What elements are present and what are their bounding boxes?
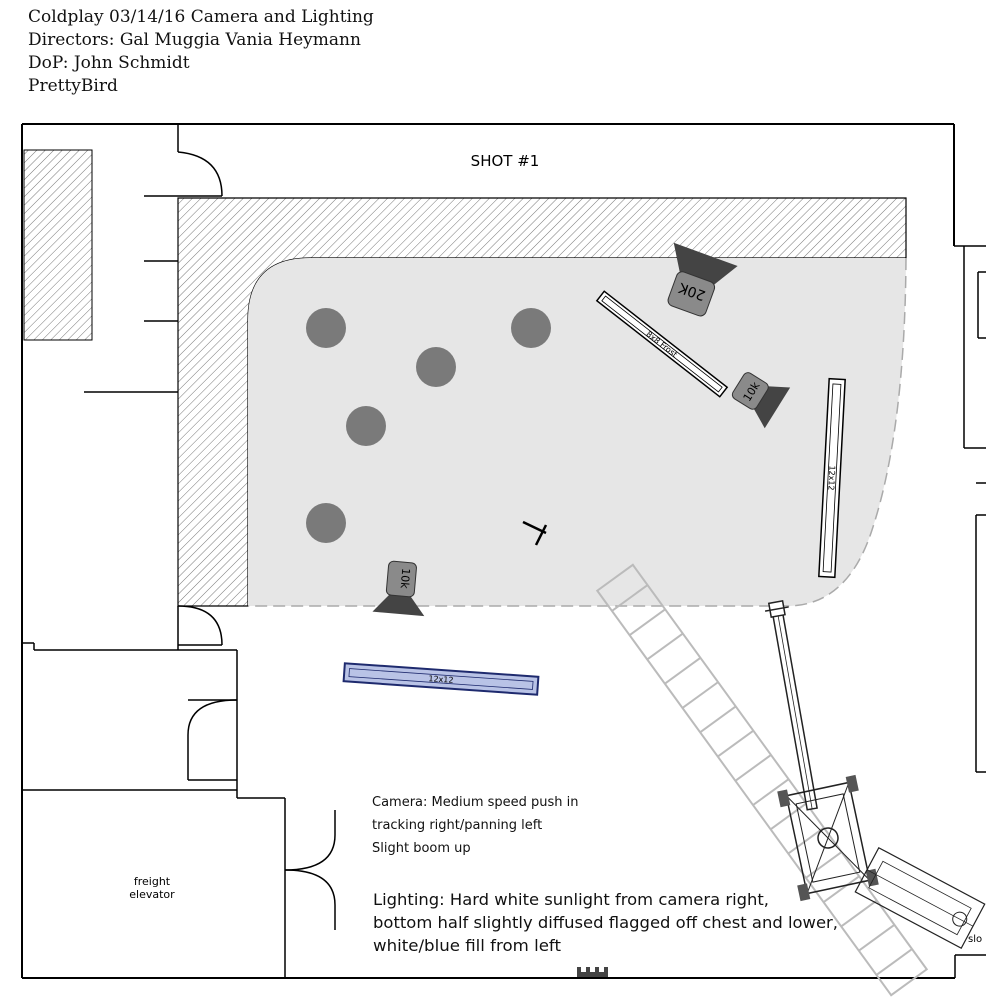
freight-label-1: freight (134, 875, 171, 888)
light-label: 10k (398, 568, 413, 590)
camera-notes: Camera: Medium speed push in tracking ri… (372, 795, 579, 856)
directors-line: Directors: Gal Muggia Vania Heymann (28, 30, 361, 50)
frost-frame: 8x8 Frost (595, 290, 729, 398)
subjects (306, 308, 551, 543)
camera-note-3: Slight boom up (372, 841, 471, 856)
camera-note-1: Camera: Medium speed push in (372, 795, 579, 810)
frame-12x12-blue: 12x12 (342, 662, 540, 696)
shot-label: SHOT #1 (471, 152, 540, 170)
frame-label: 12x12 (826, 465, 836, 491)
lighting-note-1: Lighting: Hard white sunlight from camer… (373, 890, 769, 909)
crane-arm (764, 600, 818, 811)
camera-note-2: tracking right/panning left (372, 818, 542, 833)
frame-12x12-right: 12x12 (818, 377, 846, 579)
corner-label: slo (968, 934, 982, 945)
lighting-note-3: white/blue fill from left (373, 936, 561, 955)
stage-floor (248, 258, 906, 606)
dop-line: DoP: John Schmidt (28, 53, 190, 73)
company-line: PrettyBird (28, 76, 118, 96)
left-rooms (22, 124, 336, 978)
subject-marker (511, 308, 551, 348)
header-block: Coldplay 03/14/16 Camera and Lighting Di… (28, 6, 374, 98)
light-10k-left: 10k (372, 560, 425, 617)
dolly-track (595, 563, 929, 997)
subject-marker (306, 308, 346, 348)
frame-label: 12x12 (428, 674, 454, 685)
camera-mark (522, 520, 548, 546)
floor-vent (577, 967, 608, 977)
subject-marker (306, 503, 346, 543)
freight-label-2: elevator (129, 888, 175, 901)
lighting-notes: Lighting: Hard white sunlight from camer… (373, 890, 838, 955)
title-line: Coldplay 03/14/16 Camera and Lighting (28, 7, 374, 27)
light-20k: 20K (667, 242, 738, 317)
crane-counterweight (854, 846, 986, 950)
light-10k-right: 10k (731, 372, 791, 429)
subject-marker (346, 406, 386, 446)
crane-base (777, 774, 879, 902)
lighting-note-2: bottom half slightly diffused flagged of… (373, 913, 838, 932)
subject-marker (416, 347, 456, 387)
right-rooms (954, 245, 986, 978)
stage-edge (248, 257, 907, 607)
